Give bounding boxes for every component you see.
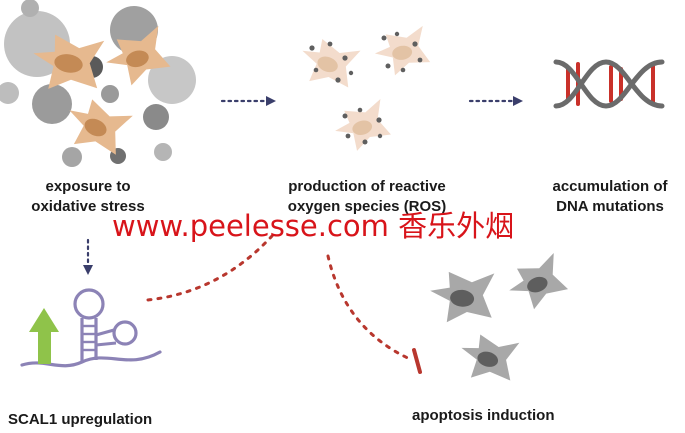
particle-circle [0, 82, 19, 104]
particle-circle [101, 85, 119, 103]
dna-label-line2: DNA mutations [535, 197, 685, 217]
scal1-label: SCAL1 upregulation [8, 410, 193, 430]
particle-circle [32, 84, 72, 124]
particle-circle [62, 147, 82, 167]
dna-label: accumulation of DNA mutations [535, 177, 685, 217]
cell [428, 268, 496, 326]
cell [455, 329, 521, 388]
dna-label-line1: accumulation of [535, 177, 685, 197]
upregulation-arrow-icon [29, 308, 59, 364]
particle-circle [154, 143, 172, 161]
watermark-text: www.peelesse.com 香乐外烟 [112, 209, 514, 243]
oxidative-stress-cluster [0, 0, 196, 167]
inhibition-scal1-to-ros [148, 236, 272, 300]
arrow-stress-to-ros [222, 96, 276, 106]
inhibition-bar-icon [414, 350, 420, 372]
arrow-stress-to-scal1 [83, 240, 93, 275]
cell [293, 32, 361, 94]
ros-label-line1: production of reactive [262, 177, 472, 197]
cell [502, 253, 570, 315]
ros-cells [293, 26, 431, 155]
particle-circle [143, 104, 169, 130]
inhibition-ros-to-apoptosis [328, 256, 420, 372]
dna-helix-icon [556, 62, 662, 106]
apoptotic-cells [428, 253, 571, 388]
arrow-ros-to-dna [470, 96, 523, 106]
apoptosis-label: apoptosis induction [412, 406, 612, 426]
cell [330, 99, 393, 155]
exposure-label-line1: exposure to [8, 177, 168, 197]
